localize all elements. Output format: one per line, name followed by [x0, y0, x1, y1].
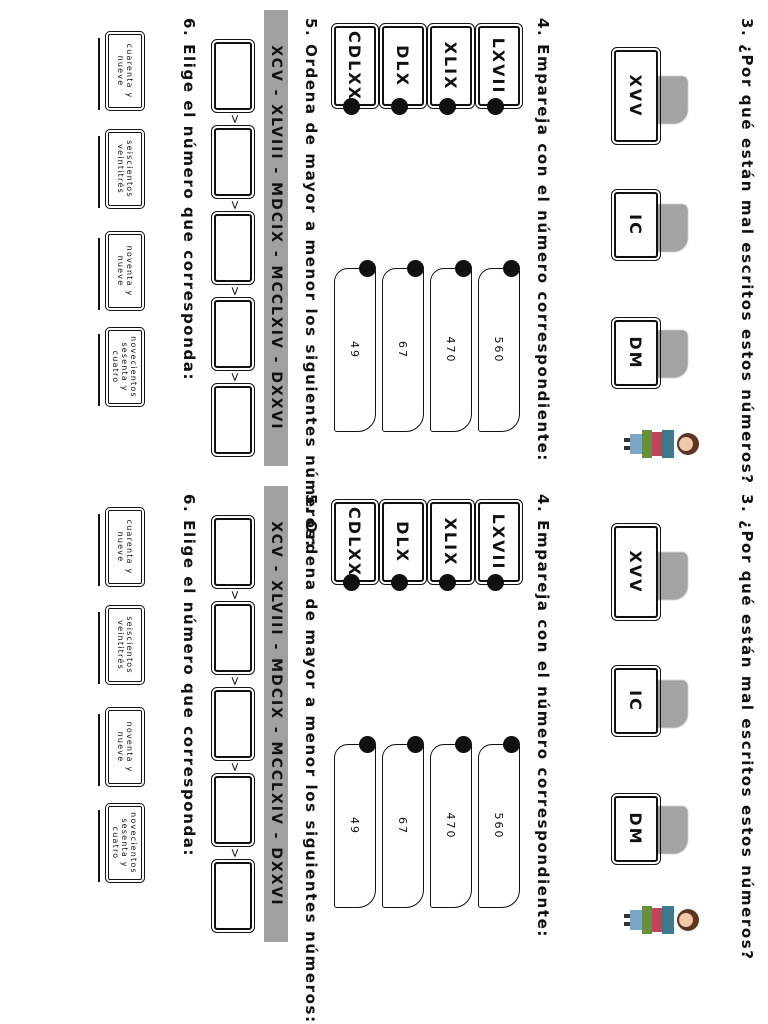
- match-dot[interactable]: [343, 98, 360, 115]
- number-word-box: cuarenta y nueve: [106, 27, 144, 115]
- match-right-box: 67: [382, 268, 424, 432]
- answer-line[interactable]: [98, 514, 100, 586]
- roman-box: DM: [612, 315, 660, 391]
- match-left-box: XLIX: [428, 20, 474, 112]
- greater-than-symbol: >: [228, 372, 242, 383]
- answer-line[interactable]: [98, 238, 100, 310]
- match-left-box: CDLXX: [332, 20, 378, 112]
- match-right-box: 470: [430, 268, 472, 432]
- girl-with-books-icon: [624, 430, 699, 458]
- order-answer-box[interactable]: [212, 122, 254, 202]
- match-right-box: 49: [334, 744, 376, 908]
- match-dot[interactable]: [359, 260, 376, 277]
- greater-than-symbol: >: [228, 762, 242, 773]
- order-answer-box[interactable]: [212, 294, 254, 374]
- order-answer-box[interactable]: [212, 36, 254, 116]
- number-word-box: noventa y nueve: [106, 227, 144, 315]
- number-word-box: seiscientos veintitrés: [106, 601, 144, 689]
- roman-box: IC: [612, 663, 660, 739]
- answer-line[interactable]: [98, 334, 100, 406]
- greater-than-symbol: >: [228, 590, 242, 601]
- match-left-box: CDLXX: [332, 496, 378, 588]
- greater-than-symbol: >: [228, 848, 242, 859]
- match-left-box: LXVII: [476, 20, 522, 112]
- worksheet-copy-1: 3. ¿Por qué están mal escritos estos núm…: [0, 10, 768, 548]
- question-4-title: 4. Empareja con el número correspondient…: [534, 18, 552, 462]
- number-word-box: seiscientos veintitrés: [106, 125, 144, 213]
- greater-than-symbol: >: [228, 286, 242, 297]
- question-5-title: 5. Ordena de mayor a menor los siguiente…: [302, 494, 320, 1024]
- match-dot[interactable]: [407, 260, 424, 277]
- match-dot[interactable]: [455, 260, 472, 277]
- match-dot[interactable]: [359, 736, 376, 753]
- match-dot[interactable]: [487, 574, 504, 591]
- roman-sequence-band: XCV - XLVIII - MDCIX - MCCLXIV - DXXVI: [264, 10, 288, 466]
- match-left-box: LXVII: [476, 496, 522, 588]
- match-left-box: XLIX: [428, 496, 474, 588]
- match-dot[interactable]: [407, 736, 424, 753]
- match-dot[interactable]: [439, 574, 456, 591]
- match-right-box: 560: [478, 268, 520, 432]
- match-dot[interactable]: [503, 260, 520, 277]
- match-dot[interactable]: [439, 98, 456, 115]
- order-answer-box[interactable]: [212, 770, 254, 850]
- roman-box: XVV: [612, 519, 660, 625]
- order-answer-box[interactable]: [212, 684, 254, 764]
- answer-line[interactable]: [98, 714, 100, 786]
- answer-line[interactable]: [98, 38, 100, 110]
- order-answer-box[interactable]: [212, 208, 254, 288]
- question-3-title: 3. ¿Por qué están mal escritos estos núm…: [738, 494, 756, 961]
- match-left-box: DLX: [380, 496, 426, 588]
- number-word-box: noventa y nueve: [106, 703, 144, 791]
- greater-than-symbol: >: [228, 676, 242, 687]
- match-dot[interactable]: [391, 574, 408, 591]
- question-6-title: 6. Elige el número que corresponda:: [180, 18, 198, 382]
- match-right-box: 470: [430, 744, 472, 908]
- roman-box: IC: [612, 187, 660, 263]
- question-3-title: 3. ¿Por qué están mal escritos estos núm…: [738, 18, 756, 485]
- roman-box: DM: [612, 791, 660, 867]
- order-answer-box[interactable]: [212, 856, 254, 936]
- match-right-box: 49: [334, 268, 376, 432]
- number-word-box: novecientos sesenta y cuatro: [106, 799, 144, 887]
- match-right-box: 67: [382, 744, 424, 908]
- worksheet-copy-2: 3. ¿Por qué están mal escritos estos núm…: [0, 486, 768, 1024]
- girl-with-books-icon: [624, 906, 699, 934]
- answer-line[interactable]: [98, 136, 100, 208]
- match-dot[interactable]: [343, 574, 360, 591]
- question-4-title: 4. Empareja con el número correspondient…: [534, 494, 552, 938]
- match-right-box: 560: [478, 744, 520, 908]
- roman-sequence-band: XCV - XLVIII - MDCIX - MCCLXIV - DXXVI: [264, 486, 288, 942]
- answer-line[interactable]: [98, 612, 100, 684]
- match-dot[interactable]: [487, 98, 504, 115]
- roman-box: XVV: [612, 43, 660, 149]
- greater-than-symbol: >: [228, 114, 242, 125]
- match-dot[interactable]: [503, 736, 520, 753]
- answer-line[interactable]: [98, 810, 100, 882]
- question-6-title: 6. Elige el número que corresponda:: [180, 494, 198, 858]
- match-left-box: DLX: [380, 20, 426, 112]
- order-answer-box[interactable]: [212, 512, 254, 592]
- match-dot[interactable]: [455, 736, 472, 753]
- question-5-title: 5. Ordena de mayor a menor los siguiente…: [302, 18, 320, 548]
- number-word-box: novecientos sesenta y cuatro: [106, 323, 144, 411]
- order-answer-box[interactable]: [212, 380, 254, 460]
- greater-than-symbol: >: [228, 200, 242, 211]
- number-word-box: cuarenta y nueve: [106, 503, 144, 591]
- match-dot[interactable]: [391, 98, 408, 115]
- order-answer-box[interactable]: [212, 598, 254, 678]
